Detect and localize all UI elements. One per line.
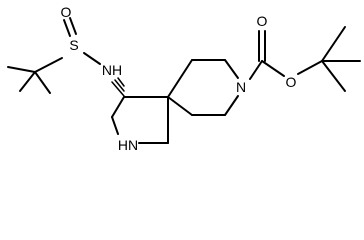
bond <box>167 59 193 98</box>
boc-group <box>249 26 361 92</box>
piperidine-ring <box>167 59 239 116</box>
bond <box>34 71 51 94</box>
bond <box>297 60 323 75</box>
hashed-bond-nh <box>111 77 125 97</box>
sulfinyl-group <box>63 17 101 65</box>
double-bond <box>69 17 77 35</box>
bond <box>111 116 119 135</box>
bond <box>34 57 63 73</box>
piperidine-n-label: N <box>236 79 246 95</box>
double-bond <box>63 19 71 37</box>
bond <box>83 52 101 65</box>
bond <box>19 71 36 92</box>
ester-oxygen-label: O <box>286 74 297 90</box>
sulfur-label: S <box>69 37 78 53</box>
tert-butyl-left <box>7 57 63 94</box>
pyrrolidine-ring <box>111 96 169 144</box>
sulfinyl-oxygen-label: O <box>61 4 72 20</box>
bond <box>7 66 36 73</box>
bond <box>167 96 193 116</box>
carbonyl-oxygen-label: O <box>257 13 268 29</box>
bond <box>224 59 239 79</box>
bond <box>261 60 285 77</box>
chemical-structure: O S NH HN N O O <box>7 4 361 153</box>
bond <box>321 60 346 92</box>
ring-nh-label: HN <box>118 137 138 153</box>
bond <box>321 26 346 62</box>
bond <box>249 60 263 80</box>
bond <box>224 95 239 116</box>
bond <box>111 96 125 118</box>
amine-nh-label: NH <box>102 62 122 78</box>
